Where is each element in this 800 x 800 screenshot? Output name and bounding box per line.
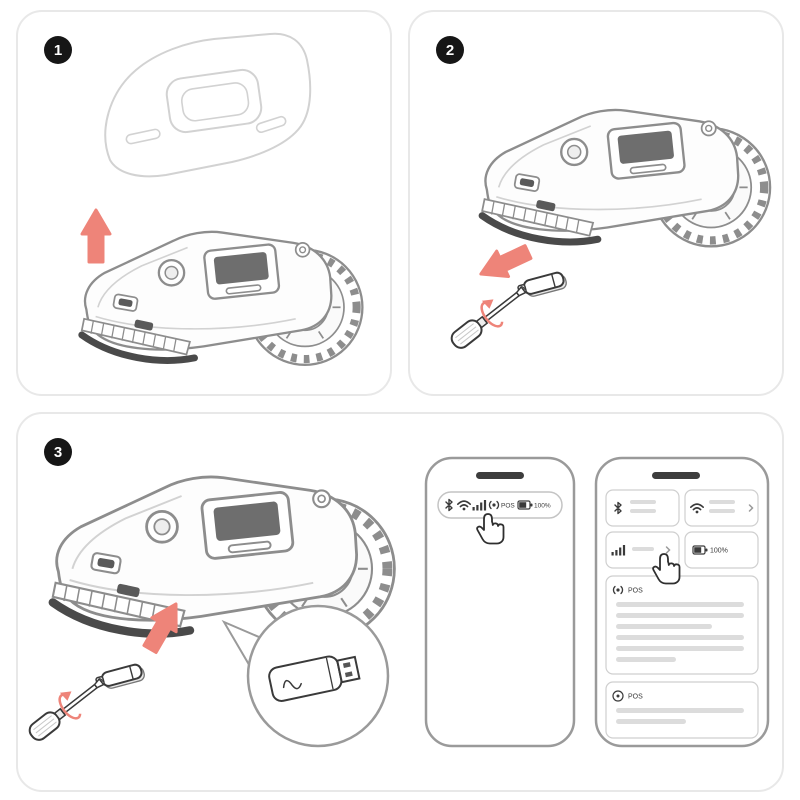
status-pill: POS 100%	[437, 491, 563, 519]
settings-phone: 100% POS POS	[594, 456, 770, 748]
screwdriver-step-3	[25, 673, 108, 745]
bluetooth-card	[605, 489, 680, 527]
settings-battery-label: 100%	[710, 548, 728, 555]
step-3-illustration: POS 100%	[25, 456, 770, 748]
step-2-illustration	[447, 12, 782, 353]
step-1-number: 1	[53, 41, 63, 59]
step-3-number: 3	[53, 443, 63, 461]
module-step-3	[93, 661, 147, 693]
step-2-number: 2	[445, 41, 455, 59]
phone-notch-2	[652, 472, 700, 479]
step-1-illustration	[18, 32, 390, 394]
pos-footer-card: POS	[605, 681, 759, 739]
step-2-badge: 2	[436, 36, 464, 64]
step-1-panel: 1	[16, 10, 392, 396]
wifi-card	[684, 489, 759, 527]
mower-step-2	[482, 110, 770, 246]
screwdriver-step-2	[447, 281, 530, 353]
phone-frame	[424, 456, 576, 748]
module-step-2	[515, 269, 569, 301]
settings-pos-footer-label: POS	[628, 694, 643, 701]
step-2-panel: 2	[408, 10, 784, 396]
settings-pos-label: POS	[628, 588, 643, 595]
cover-outline	[104, 32, 312, 178]
pos-section-card: POS	[605, 575, 759, 675]
step-3-badge: 3	[44, 438, 72, 466]
magnifier-callout	[221, 604, 390, 748]
mower-step-1	[82, 232, 363, 365]
status-phone: POS 100%	[424, 456, 576, 748]
battery-card: 100%	[684, 531, 759, 569]
phone-notch	[476, 472, 524, 479]
status-battery-label: 100%	[534, 503, 551, 510]
step-3-panel: 3 POS 100%	[16, 412, 784, 792]
lift-arrow-icon	[80, 208, 112, 264]
step-1-badge: 1	[44, 36, 72, 64]
remove-arrow-icon	[473, 237, 536, 289]
status-pos-label: POS	[501, 503, 515, 510]
